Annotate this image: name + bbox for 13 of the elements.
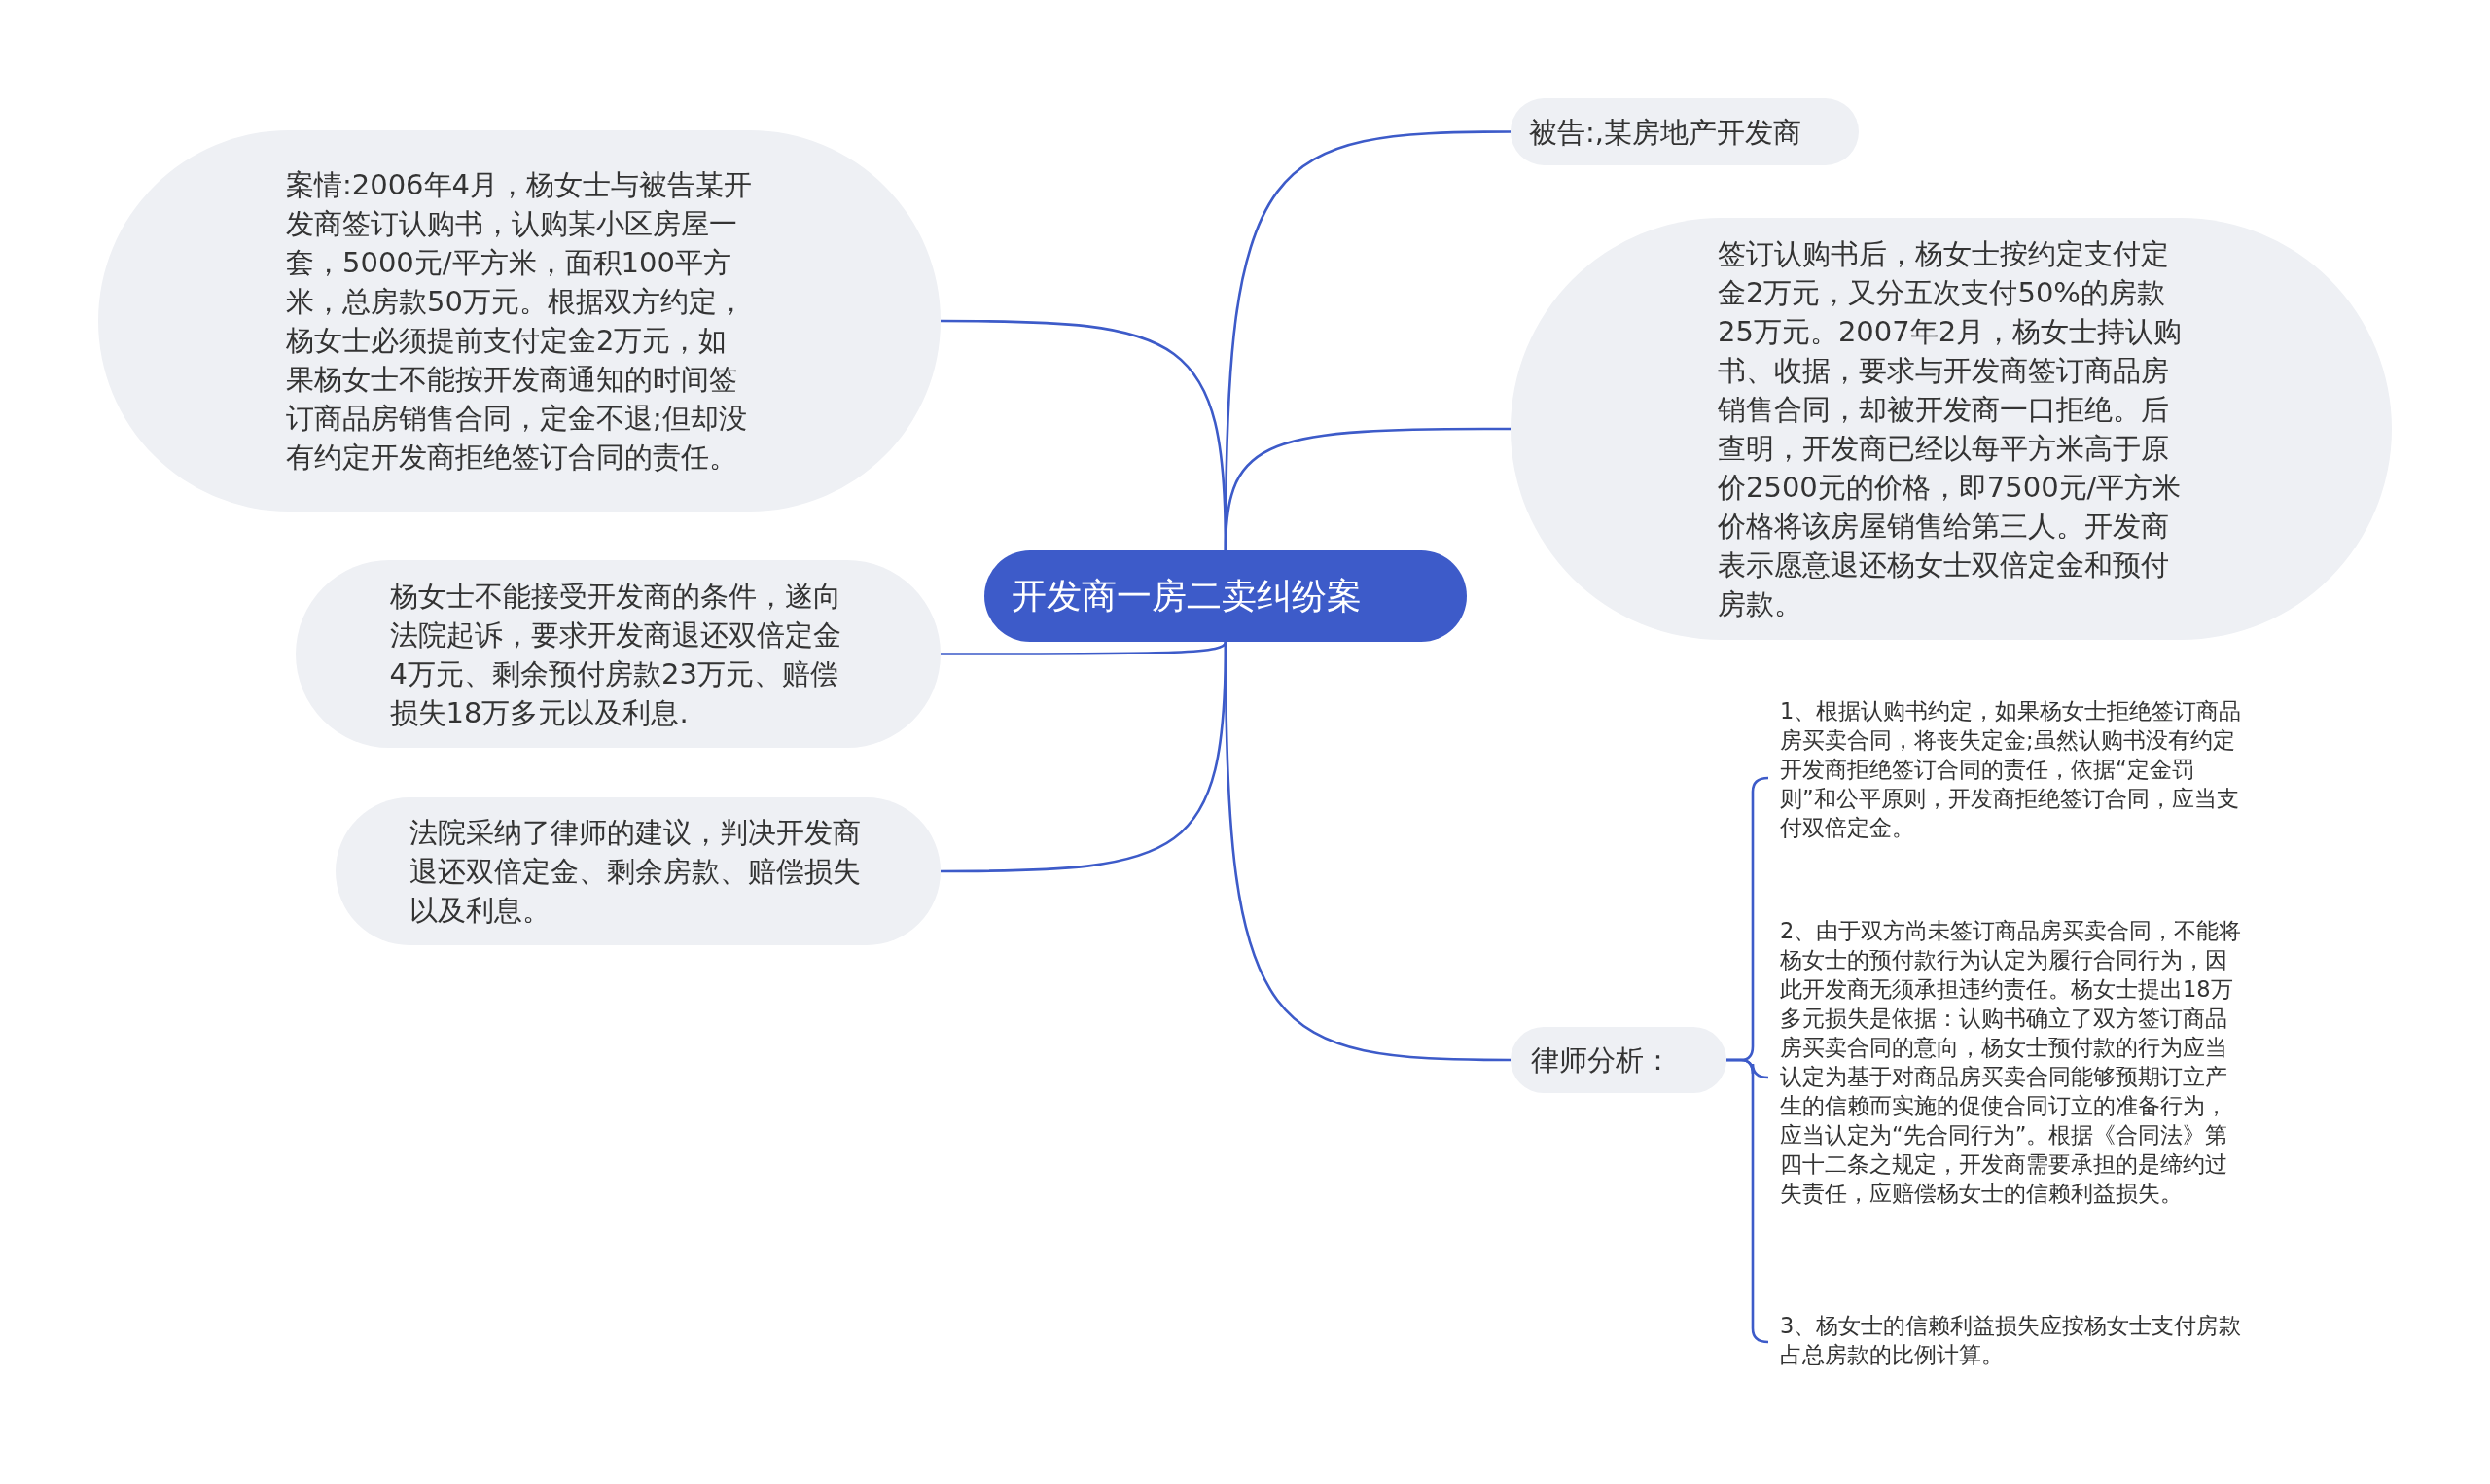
analysis-text: 2、由于双方尚未签订商品房买卖合同，不能将杨女士的预付款行为认定为履行合同行为，因此开发商无须承担违约责任。杨女士提出18万多元损失是依据：认购书确立了双方签订商品房买卖合同的意向，杨女士预付款的行为应当认定为基于对商品房买卖合同能够预期订立产生的信赖而实施的促使合同订立的准备行为，应当认定为“先合同行为”。根据《合同法》第四十二条之规定，开发商需要承担的是缔约过失责任，应赔偿杨女士的信赖利益损失。 [1780,917,2243,1208]
topic-text: 被告:,某房地产开发商 [1529,114,1802,151]
analysis-text: 1、根据认购书约定，如果杨女士拒绝签订商品房买卖合同，将丧失定金;虽然认购书没有约定开发商拒绝签订合同的责任，依据“定金罚则”和公平原则，开发商拒绝签订合同，应当支付双倍定金。 [1780,697,2243,842]
analysis-text: 3、杨女士的信赖利益损失应按杨女士支付房款占总房款的比例计算。 [1780,1312,2243,1369]
connector-line [1224,427,1511,551]
topic-title: 开发商一房二卖纠纷案 [1012,575,1363,618]
topic-text: 签订认购书后，杨女士按约定支付定金2万元，又分五次支付50%的房款25万元。2007年2月，杨女士持认购书、收据，要求与开发商签订商品房销售合同，却被开发商一口拒绝。后查明，开发商已经以每平方米高于原价2500元的价格，即7500元/平方米价格将该房屋销售给第三人。开发商表示愿意退还杨女士双倍定金和预付房款。 [1718,236,2184,622]
topic-text: 案情:2006年4月，杨女士与被告某开发商签订认购书，认购某小区房屋一套，5000元/平方米，面积100平方米，总房款50万元。根据双方约定，杨女士必须提前支付定金2万元，如果杨女士不能按开发商通知的时间签订商品房销售合同，定金不退;但却没有约定开发商拒绝签订合同的责任。 [286,167,753,476]
connector-line [941,641,1227,655]
topic-text: 法院采纳了律师的建议，判决开发商退还双倍定金、剩余房款、赔偿损失以及利息。 [409,815,862,929]
topic-text: 杨女士不能接受开发商的条件，遂向法院起诉，要求开发商退还双倍定金4万元、剩余预付房款23万元、赔偿损失18万多元以及利息. [389,578,842,731]
topic-text: 律师分析： [1531,1042,1673,1078]
connector-line [1224,642,1511,1062]
